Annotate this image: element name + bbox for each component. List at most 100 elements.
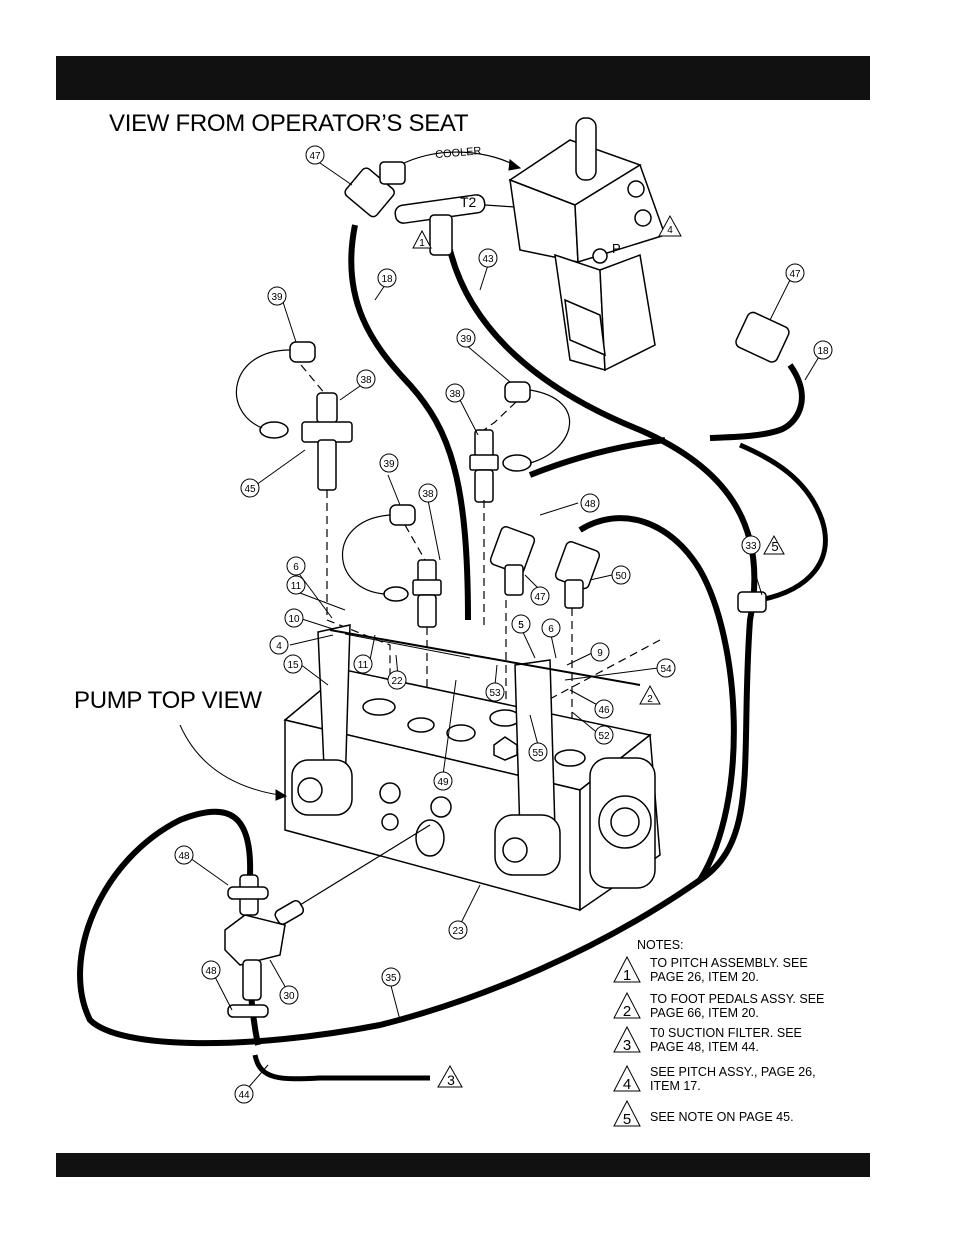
svg-text:3: 3 [623, 1037, 631, 1054]
callout-52 [594, 725, 614, 745]
callout-text: 15 [287, 660, 299, 671]
elbow-fitting-47-top [344, 161, 406, 218]
callout-47-top [305, 145, 325, 165]
callout-5-top [511, 614, 531, 634]
callout-15 [283, 654, 303, 674]
callout-text: 6 [548, 624, 554, 635]
triangle-marker-3 [437, 1064, 463, 1088]
callout-22 [387, 670, 407, 690]
callout-text: 10 [288, 614, 300, 625]
callout-47-center [530, 586, 550, 606]
hose-44 [252, 1054, 430, 1082]
triangle-marker-4 [658, 214, 682, 237]
callout-45 [240, 478, 260, 498]
callout-text: 48 [584, 499, 596, 510]
callout-text: 38 [360, 375, 372, 386]
port-p-label: P [612, 241, 621, 256]
triangle-marker-1 [412, 229, 432, 249]
callout-text: 5 [518, 620, 524, 631]
callout-text: 53 [489, 688, 501, 699]
callout-numbers: 47 18 43 1 4 47 18 39 38 45 39 38 39 38 … [178, 151, 829, 1101]
callout-44 [234, 1084, 254, 1104]
view-title: VIEW FROM OPERATOR’S SEAT [109, 110, 469, 137]
hose-43 [77, 249, 758, 1047]
callout-11-bottom [353, 654, 373, 674]
callout-text: 23 [452, 926, 464, 937]
callout-10 [284, 608, 304, 628]
callout-43 [478, 248, 498, 268]
callout-text: 47 [534, 592, 546, 603]
t2-arrow [484, 204, 516, 208]
callout-47-right [785, 263, 805, 283]
callout-39-b [456, 328, 476, 348]
callout-48-upper-left [174, 845, 194, 865]
callout-text: 54 [660, 664, 672, 675]
callout-text: 11 [291, 581, 302, 592]
fitting-38-center [469, 429, 499, 503]
callout-text: 18 [817, 346, 829, 357]
note-triangle-5: 5 [613, 1099, 641, 1128]
fitting-38-left [412, 559, 442, 628]
seal-ring-a [259, 421, 289, 439]
callout-55 [528, 742, 548, 762]
callout-text: 48 [178, 851, 190, 862]
callout-35 [381, 967, 401, 987]
pump-lever-left [291, 624, 353, 816]
note-text-5: SEE NOTE ON PAGE 45. [650, 1110, 794, 1124]
cooler-label: COOLER [435, 145, 482, 161]
callout-23 [448, 920, 468, 940]
svg-text:5: 5 [623, 1111, 631, 1128]
callout-50 [611, 565, 631, 585]
callout-text: 6 [293, 562, 299, 573]
hose-50-return [578, 515, 737, 882]
callout-46 [594, 699, 614, 719]
svg-text:4: 4 [623, 1076, 631, 1093]
callout-48-lower-left [201, 960, 221, 980]
hose-18-right [709, 363, 805, 441]
callout-6-right [541, 618, 561, 638]
callout-text: 2 [647, 694, 653, 705]
hose-33 [739, 442, 828, 603]
callout-18-left [377, 268, 397, 288]
seal-ring-c [383, 586, 409, 602]
callout-text: 3 [447, 1072, 455, 1088]
callout-text: 30 [283, 991, 295, 1002]
elbow-fitting-47-center [489, 526, 536, 596]
callouts [174, 145, 833, 1104]
callout-9 [590, 642, 610, 662]
notes-heading: NOTES: [637, 938, 684, 952]
callout-18-right [813, 340, 833, 360]
seal-ring-b [502, 454, 532, 472]
callout-text: 1 [419, 238, 425, 249]
callout-38-c [418, 483, 438, 503]
callout-text: 45 [244, 484, 256, 495]
callout-48-top [580, 493, 600, 513]
callout-text: 39 [460, 334, 472, 345]
callout-text: 39 [271, 292, 283, 303]
triangle-marker-2 [639, 684, 661, 705]
callout-text: 46 [598, 705, 610, 716]
header-bar [56, 56, 870, 100]
note-text-4: SEE PITCH ASSY., PAGE 26,ITEM 17. [650, 1065, 816, 1093]
callout-text: 35 [385, 973, 397, 984]
callout-30 [279, 985, 299, 1005]
cap-39-c [389, 504, 416, 526]
callout-4-left [269, 635, 289, 655]
hose-left-segment [528, 437, 666, 478]
pump-top-view-title: PUMP TOP VIEW [74, 687, 262, 714]
svg-text:1: 1 [623, 967, 631, 984]
tee-fitting [394, 194, 486, 256]
callout-text: 38 [422, 489, 434, 500]
callout-text: 43 [482, 254, 494, 265]
cap-39-b [504, 381, 531, 403]
callout-text: 33 [745, 541, 757, 552]
callout-54 [656, 658, 676, 678]
callout-text: 4 [667, 225, 673, 236]
cap-39-a [289, 341, 316, 363]
elbow-fitting-47-right [735, 311, 790, 363]
callout-text: 44 [238, 1090, 250, 1101]
callout-39-a [267, 286, 287, 306]
callout-11-top [286, 575, 306, 595]
callout-text: 22 [391, 676, 403, 687]
